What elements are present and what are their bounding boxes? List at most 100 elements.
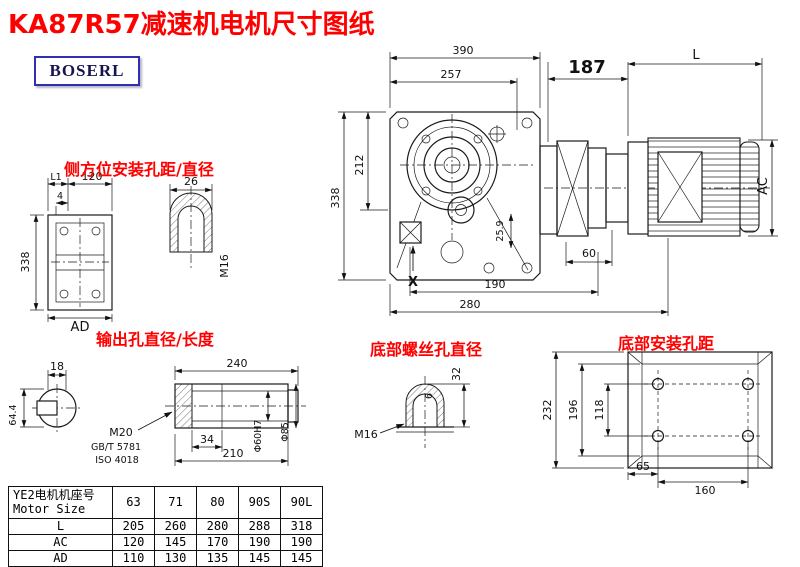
dim-187-label: 187 xyxy=(568,57,606,78)
col-header-90S: 90S xyxy=(238,486,281,519)
cell-L-90S: 288 xyxy=(238,518,281,535)
side-mount-view: L1 120 4 338 AD xyxy=(19,170,231,335)
dim-L1-120: L1 120 xyxy=(47,170,113,211)
cell-AC-71: 145 xyxy=(154,534,197,551)
cell-L-71: 260 xyxy=(154,518,197,535)
dim-34-label: 34 xyxy=(200,433,214,446)
cell-AD-80: 135 xyxy=(196,550,239,567)
label-side-mounting: 侧方位安装孔距/直径 xyxy=(64,160,214,179)
col-header-90L: 90L xyxy=(280,486,323,519)
dim-118: 118 xyxy=(593,383,652,437)
cell-AD-90L: 145 xyxy=(280,550,323,567)
header-motor-size: YE2电机机座号 Motor Size xyxy=(8,486,113,519)
thread-callout: M20 GB/T 5781 ISO 4018 xyxy=(91,411,173,466)
motor-size-table: YE2电机机座号 Motor Size 63 71 80 90S 90L L 2… xyxy=(8,486,323,567)
bottom-screw-view: 32 6 M16 xyxy=(354,367,470,448)
dim-118-label: 118 xyxy=(593,400,606,421)
keyway xyxy=(36,400,58,416)
screw-boss-section xyxy=(405,383,445,428)
motor-body xyxy=(544,137,770,237)
row-label-AD: AD xyxy=(8,550,113,567)
dim-64-4-label: 64.4 xyxy=(8,404,19,425)
gearbox-body xyxy=(389,111,541,281)
dim-390: 390 xyxy=(389,44,541,108)
thread-M16-label: M16 xyxy=(354,428,378,441)
dim-196-label: 196 xyxy=(567,400,580,421)
dim-390-label: 390 xyxy=(453,44,474,57)
dim-232: 232 xyxy=(541,351,624,469)
dim-32-label: 32 xyxy=(450,367,463,381)
screw-thread-callout: M16 xyxy=(354,423,405,441)
col-header-71: 71 xyxy=(154,486,197,519)
dim-212-label: 212 xyxy=(353,155,366,176)
cell-AC-80: 170 xyxy=(196,534,239,551)
hub-section xyxy=(32,384,82,432)
dim-6-label: 6 xyxy=(424,393,435,399)
thread-M20-label: M20 xyxy=(109,426,133,439)
std-gbt-label: GB/T 5781 xyxy=(91,442,141,453)
dim-160-label: 160 xyxy=(695,484,716,497)
table-row-AC: AC 120 145 170 190 190 xyxy=(8,534,323,551)
dim-AC-label: AC xyxy=(756,177,771,195)
dim-187: 187 xyxy=(547,57,629,142)
cell-AC-90S: 190 xyxy=(238,534,281,551)
dim-AD: AD xyxy=(47,314,113,335)
label-output-hole: 输出孔直径/长度 xyxy=(96,330,214,349)
dim-AC: AC xyxy=(748,139,778,237)
dim-338-side: 338 xyxy=(19,214,44,311)
dim-od-label: Φ85 xyxy=(280,422,291,442)
dim-257: 257 xyxy=(389,68,518,130)
side-thread-label: M16 xyxy=(218,254,231,278)
shaft-section xyxy=(165,383,306,429)
header-motor-size-cn: YE2电机机座号 xyxy=(13,488,95,503)
cell-AD-63: 110 xyxy=(112,550,155,567)
col-header-80: 80 xyxy=(196,486,239,519)
col-header-63: 63 xyxy=(112,486,155,519)
dim-280: 280 xyxy=(389,238,669,316)
dim-190: 190 xyxy=(409,247,599,296)
cell-L-90L: 318 xyxy=(280,518,323,535)
mount-base xyxy=(627,351,773,469)
side-body xyxy=(47,214,113,311)
dim-212: 212 xyxy=(353,111,388,211)
x-mark-label: X xyxy=(408,275,418,290)
dim-18: 18 xyxy=(47,360,67,390)
dim-25-9: 25.9 xyxy=(495,213,514,249)
cell-AC-63: 120 xyxy=(112,534,155,551)
dim-240: 240 xyxy=(174,357,299,386)
dim-motor-length: L xyxy=(627,48,763,140)
dim-60: 60 xyxy=(565,230,613,266)
dim-257-label: 257 xyxy=(441,68,462,81)
dim-65-160: 65 160 xyxy=(627,444,749,497)
dim-32: 32 xyxy=(427,367,470,428)
dim-210-label: 210 xyxy=(223,447,244,460)
dim-bore-od: Φ60H7 Φ85 xyxy=(253,383,299,452)
dim-232-label: 232 xyxy=(541,400,554,421)
motor-adapter xyxy=(539,140,629,237)
boserl-logo: BOSERL xyxy=(34,56,140,86)
dim-26-label: 26 xyxy=(184,175,198,188)
dim-18-label: 18 xyxy=(50,360,64,373)
dim-4: 4 xyxy=(55,191,69,215)
row-label-L: L xyxy=(8,518,113,535)
cell-AC-90L: 190 xyxy=(280,534,323,551)
cell-AD-90S: 145 xyxy=(238,550,281,567)
table-row-AD: AD 110 130 135 145 145 xyxy=(8,550,323,567)
row-label-AC: AC xyxy=(8,534,113,551)
dim-338-main: 338 xyxy=(329,111,386,281)
header-motor-size-en: Motor Size xyxy=(13,501,86,516)
dim-338-label: 338 xyxy=(329,188,342,209)
dim-190-label: 190 xyxy=(485,278,506,291)
dim-L1-label: L1 xyxy=(50,172,61,183)
table-row-L: L 205 260 280 288 318 xyxy=(8,518,323,535)
dim-210: 210 xyxy=(174,430,289,466)
std-iso-label: ISO 4018 xyxy=(95,455,139,466)
dim-L-label: L xyxy=(692,48,700,63)
dim-65-label: 65 xyxy=(636,460,650,473)
dim-120-label: 120 xyxy=(82,170,103,183)
page-title: KA87R57减速机电机尺寸图纸 xyxy=(8,10,375,40)
dim-AD-label: AD xyxy=(71,320,90,335)
bottom-mount-view: 232 196 118 65 160 xyxy=(541,351,773,497)
